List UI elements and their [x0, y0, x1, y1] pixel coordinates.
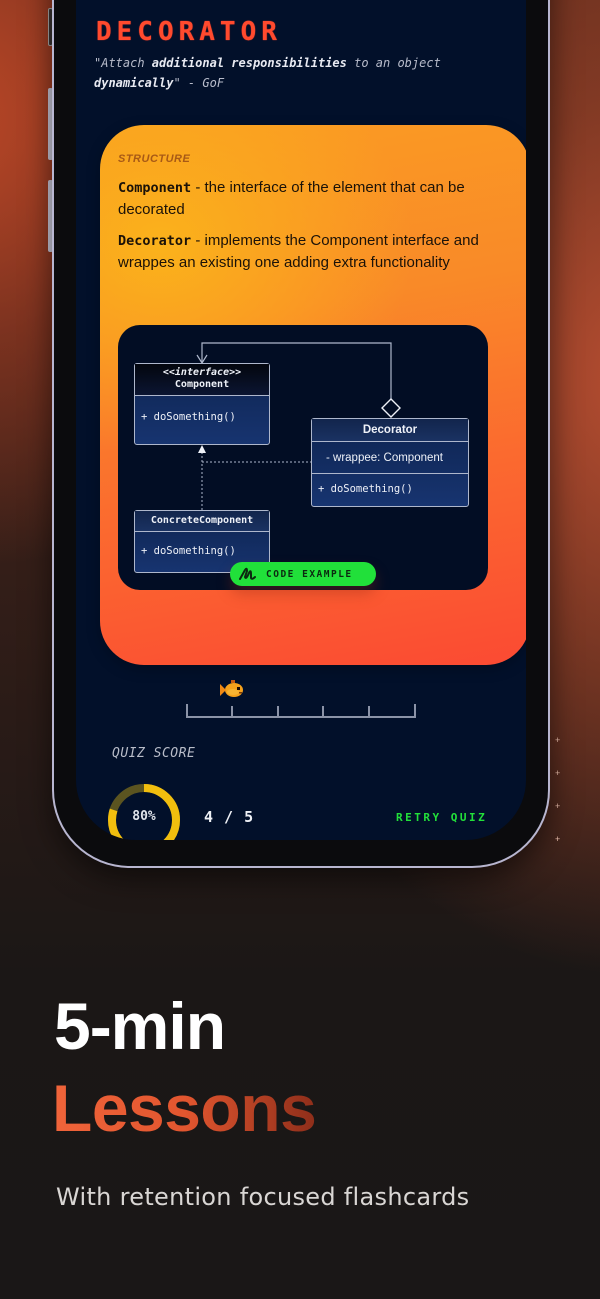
uml-diagram: <<interface>> Component + doSomething() … — [118, 325, 488, 590]
quote-emphasis: dynamically — [94, 76, 174, 90]
fish-icon — [220, 680, 243, 697]
retry-quiz-button[interactable]: RETRY QUIZ — [396, 811, 488, 824]
definition-term: Component — [118, 180, 192, 196]
code-example-label: CODE EXAMPLE — [266, 568, 353, 580]
quiz-score-ring — [108, 784, 180, 840]
uml-method: + doSomething() — [318, 483, 413, 495]
uml-class-name: ConcreteComponent — [135, 511, 269, 532]
uml-class-component: <<interface>> Component + doSomething() — [134, 363, 270, 445]
quote-attribution: " - GoF — [173, 76, 225, 90]
headline-primary: 5-min — [54, 989, 226, 1063]
definition-decorator: Decorator - implements the Component int… — [118, 230, 498, 273]
quiz-score-percent: 80% — [132, 809, 156, 824]
quiz-score-fraction: 4 / 5 — [204, 808, 255, 826]
quote-emphasis: additional responsibilities — [151, 56, 347, 70]
lesson-title: DECORATOR — [96, 17, 282, 47]
uml-stereotype: <<interface>> — [162, 367, 242, 378]
sparkle-icon: + — [555, 801, 561, 811]
sparkle-icon: + — [555, 735, 561, 745]
lesson-quote: "Attach additional responsibilities to a… — [94, 53, 514, 93]
sparkle-icon: + — [555, 834, 561, 844]
squiggle-icon — [239, 567, 256, 580]
sparkle-icon: + — [555, 768, 561, 778]
uml-class-concrete-component: ConcreteComponent + doSomething() — [134, 510, 270, 573]
code-example-button[interactable]: CODE EXAMPLE — [230, 562, 376, 586]
uml-connectors — [196, 342, 401, 510]
headline-secondary: Lessons — [52, 1071, 317, 1145]
uml-method: + doSomething() — [141, 545, 236, 557]
phone-frame: DECORATOR "Attach additional responsibil… — [52, 0, 550, 868]
definition-component: Component - the interface of the element… — [118, 177, 498, 220]
quiz-score-label: QUIZ SCORE — [112, 746, 196, 761]
volume-up-button — [48, 88, 53, 160]
uml-class-decorator: Decorator - wrappee: Component + doSomet… — [311, 418, 469, 507]
definition-text: - implements the Component interface and… — [118, 232, 479, 271]
quote-text: to an object — [346, 56, 441, 70]
quote-text: "Attach — [94, 56, 152, 70]
definition-term: Decorator — [118, 233, 192, 249]
flashcard[interactable]: STRUCTURE Component - the interface of t… — [100, 125, 526, 665]
volume-down-button — [48, 180, 53, 252]
tagline: With retention focused flashcards — [56, 1183, 470, 1211]
uml-field: - wrappee: Component — [312, 442, 468, 474]
definitions: Component - the interface of the element… — [118, 177, 498, 283]
section-label: STRUCTURE — [118, 153, 191, 165]
uml-method: + doSomething() — [141, 411, 236, 423]
lesson-progress-ruler — [186, 704, 416, 718]
uml-class-name: Component — [174, 379, 230, 390]
app-screen: DECORATOR "Attach additional responsibil… — [76, 0, 526, 840]
definition-text: - the interface of the element that can … — [118, 179, 465, 218]
uml-class-name: Decorator — [312, 419, 468, 442]
